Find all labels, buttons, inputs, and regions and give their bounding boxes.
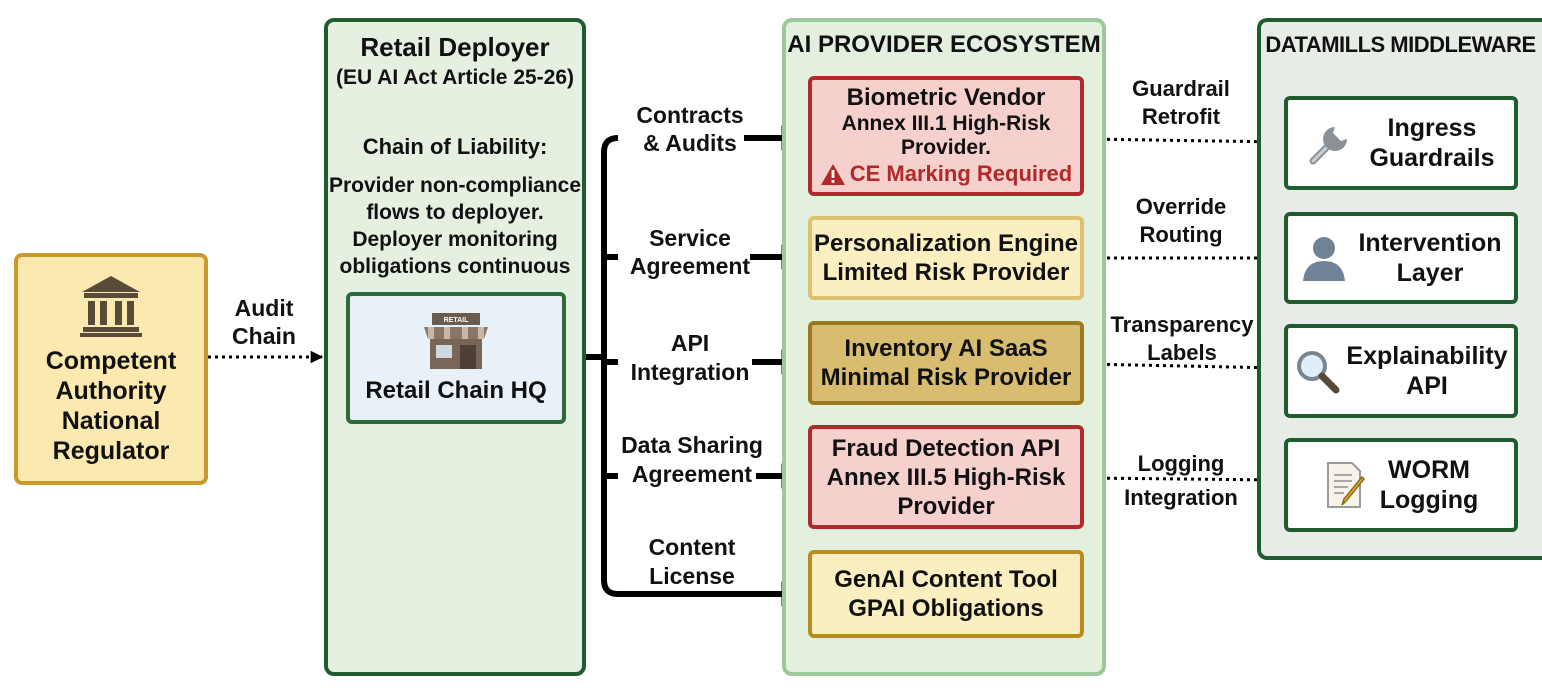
provider-line: Annex III.5 High-Risk — [826, 463, 1066, 491]
module-worm-logging: WORM Logging — [1284, 438, 1518, 532]
link-line: Logging — [1137, 451, 1225, 476]
module-line: Explainability — [1346, 342, 1508, 370]
middleware-title: DATAMILLS MIDDLEWARE — [1265, 32, 1536, 57]
regulator-line: Competent — [45, 347, 177, 375]
ce-warning: CE Marking Required — [820, 160, 1072, 188]
agreement-label: Service Agreement — [618, 224, 762, 280]
provider-line: Biometric Vendor — [846, 84, 1046, 111]
liability-line: Deployer monitoring — [352, 228, 558, 251]
ce-warning-text: CE Marking Required — [849, 161, 1073, 186]
retail-chain-hq: RETAIL Retail Chain HQ — [346, 292, 566, 424]
memo-pencil-icon — [1326, 462, 1365, 508]
agreement-line: Integration — [630, 359, 750, 385]
link-line: Transparency — [1110, 312, 1254, 337]
audit-chain-label: Audit Chain — [216, 294, 312, 350]
regulator-line: Regulator — [52, 437, 170, 465]
module-intervention-layer: Intervention Layer — [1284, 212, 1518, 304]
magnifier-icon — [1297, 351, 1340, 394]
module-explainability-api: Explainability API — [1284, 324, 1518, 418]
agreement-line: Data Sharing — [621, 432, 763, 458]
provider-line: Fraud Detection API — [831, 434, 1061, 462]
agreement-line: License — [649, 563, 735, 589]
provider-line: GenAI Content Tool — [834, 566, 1058, 593]
module-line: Logging — [1379, 486, 1479, 514]
warning-triangle-icon — [820, 163, 845, 185]
provider-personalization-engine: Personalization Engine Limited Risk Prov… — [808, 216, 1084, 300]
provider-genai-content-tool: GenAI Content Tool GPAI Obligations — [808, 550, 1084, 638]
deployer-subtitle: (EU AI Act Article 25-26) — [335, 66, 575, 89]
agreement-label: Contracts & Audits — [626, 101, 754, 157]
module-text: Explainability API — [1346, 341, 1507, 401]
ecosystem-title: AI PROVIDER ECOSYSTEM — [787, 31, 1101, 58]
audit-chain-line: Chain — [232, 323, 296, 349]
link-line: Labels — [1147, 340, 1217, 365]
agreement-line: API — [670, 330, 710, 356]
link-line: Routing — [1139, 222, 1223, 247]
module-line: API — [1406, 372, 1448, 400]
agreement-line: Content — [648, 534, 736, 560]
module-line: Layer — [1396, 259, 1464, 287]
module-text: Intervention Layer — [1358, 228, 1501, 288]
provider-biometric-vendor: Biometric Vendor Annex III.1 High-Risk P… — [808, 76, 1084, 196]
wrench-icon — [1309, 127, 1348, 165]
guardrail-connector — [1085, 135, 1282, 149]
module-text: WORM Logging — [1380, 455, 1479, 515]
agreement-line: & Audits — [643, 130, 737, 156]
regulator-box: Competent Authority National Regulator — [14, 253, 208, 485]
provider-line: Minimal Risk Provider — [820, 364, 1072, 391]
regulator-line: Authority — [55, 377, 167, 405]
retail-sign-text: RETAIL — [444, 317, 469, 324]
agreement-label: API Integration — [618, 329, 762, 387]
logging-connector — [1085, 473, 1282, 487]
module-ingress-guardrails: Ingress Guardrails — [1284, 96, 1518, 190]
liability-line: obligations continuous — [339, 255, 571, 278]
government-building-icon — [80, 276, 142, 337]
storefront-icon: RETAIL — [424, 313, 488, 369]
liability-line: flows to deployer. — [366, 201, 544, 224]
module-line: Guardrails — [1369, 144, 1495, 172]
agreement-line: Contracts — [636, 102, 744, 128]
provider-line: GPAI Obligations — [848, 595, 1044, 622]
agreement-label: Data Sharing Agreement — [612, 431, 772, 489]
link-line: Override — [1135, 194, 1227, 219]
transparency-connector — [1085, 361, 1282, 375]
module-text: Ingress Guardrails — [1369, 113, 1494, 173]
link-line: Retrofit — [1141, 104, 1221, 129]
hq-label: Retail Chain HQ — [365, 377, 547, 404]
provider-fraud-detection: Fraud Detection API Annex III.5 High-Ris… — [808, 425, 1084, 529]
link-label: Logging Integration — [1110, 447, 1252, 515]
link-label: Override Routing — [1110, 193, 1252, 249]
link-line: Guardrail — [1132, 76, 1230, 101]
link-line: Integration — [1124, 485, 1238, 510]
agreement-line: Service — [649, 225, 731, 251]
link-label: Transparency Labels — [1102, 311, 1262, 367]
provider-inventory-ai: Inventory AI SaaS Minimal Risk Provider — [808, 321, 1084, 405]
regulator-line: National — [61, 407, 161, 435]
liability-line: Provider non-compliance — [328, 174, 582, 197]
liability-heading: Chain of Liability: — [362, 134, 548, 159]
audit-chain-line: Audit — [234, 295, 294, 321]
liability-text: Provider non-compliance flows to deploye… — [328, 172, 582, 280]
module-line: Intervention — [1358, 229, 1502, 257]
agreement-line: Agreement — [631, 461, 753, 487]
link-label: Guardrail Retrofit — [1110, 75, 1252, 131]
agreement-line: Agreement — [629, 253, 751, 279]
provider-line: Personalization Engine — [813, 230, 1079, 257]
provider-line: Limited Risk Provider — [822, 259, 1070, 286]
module-line: Ingress — [1387, 114, 1477, 142]
provider-line: Inventory AI SaaS — [844, 335, 1048, 362]
provider-line: Provider. — [901, 136, 991, 159]
provider-line: Annex III.1 High-Risk — [841, 112, 1051, 135]
deployer-title: Retail Deployer — [360, 32, 550, 62]
user-silhouette-icon — [1303, 237, 1346, 281]
provider-line: Provider — [897, 492, 995, 520]
module-line: WORM — [1388, 456, 1470, 484]
agreement-label: Content License — [626, 533, 758, 591]
agreement-trunk — [601, 135, 619, 597]
